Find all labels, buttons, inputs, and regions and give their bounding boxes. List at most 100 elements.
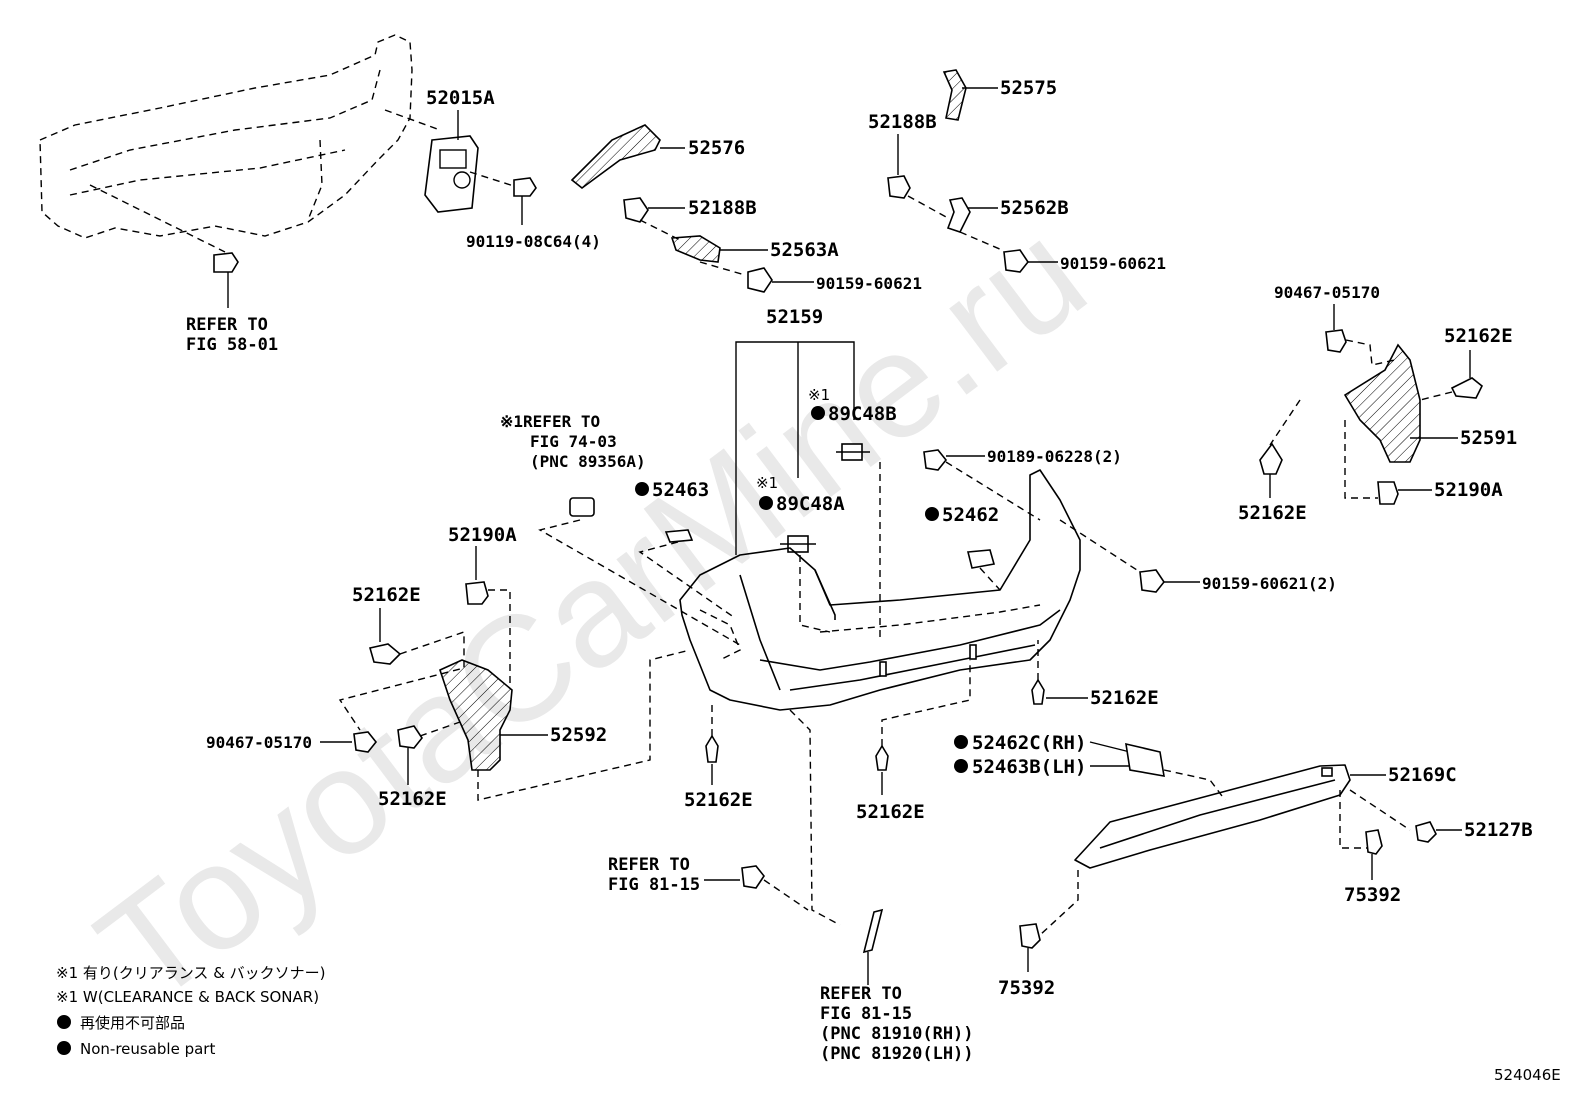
ref-81-15-line1: REFER TO: [820, 984, 902, 1004]
label-52162E-center: 52162E: [856, 801, 925, 823]
label-52162E-center-right: 52162E: [1090, 687, 1159, 709]
label-52188B-right: 52188B: [868, 111, 937, 133]
moulding-52169C: [1074, 764, 1351, 869]
label-52162E-left-bottom: 52162E: [378, 788, 447, 810]
ref-58-01-line1: REFER TO: [186, 315, 268, 335]
label-52159: 52159: [766, 306, 823, 328]
label-90159-pair: 90159-60621(2): [1202, 574, 1337, 593]
legend-mark1-jp: ※1 有り(クリアランス & バックソナー): [56, 964, 326, 982]
label-52188B-center: 52188B: [688, 197, 757, 219]
clip-75392-left: [1019, 923, 1041, 949]
label-52463: 52463: [652, 479, 709, 501]
bolt-refer-58-01: [213, 252, 239, 308]
legend-dot-icon: [57, 1041, 71, 1055]
label-75392-left: 75392: [998, 977, 1055, 999]
legend-dot-icon: [57, 1015, 71, 1029]
clip-52188B-right: [887, 175, 911, 199]
label-89C48A: 89C48A: [776, 493, 845, 515]
clip-52162E-left-top: [368, 643, 402, 665]
bracket-52592: [439, 659, 513, 771]
bolt-refer-81-15: [741, 865, 765, 889]
clip-52188B-center: [623, 197, 649, 223]
label-75392-right: 75392: [1344, 884, 1401, 906]
label-52563A: 52563A: [770, 239, 839, 261]
clip-52162E-right-bottom: [1259, 442, 1283, 475]
ref-81-15-line3: (PNC 81910(RH)): [820, 1024, 974, 1044]
clip-90467-left: [353, 731, 378, 753]
moulding-clip-hole: [1321, 767, 1333, 777]
nonreusable-dot: [811, 406, 825, 420]
mark1-89C48B: ※1: [808, 386, 830, 404]
clip-90467-right: [1325, 329, 1347, 353]
ref-81-15-line2: FIG 81-15: [820, 1004, 912, 1024]
sonar-bezel-ref: [569, 497, 595, 517]
label-52462C: 52462C(RH): [972, 732, 1086, 754]
clip-52162E-left-bottom: [397, 725, 423, 749]
clip-52190A-left: [465, 581, 489, 605]
clip-52190A-right: [1377, 481, 1399, 505]
ref-74-03-line1: ※1REFER TO: [500, 412, 600, 431]
label-52169C: 52169C: [1388, 764, 1457, 786]
sensor-89C48B: [836, 443, 870, 461]
mark1-89C48A: ※1: [756, 474, 778, 492]
bracket-52576: [570, 124, 661, 190]
figure-code: 524046E: [1494, 1066, 1561, 1084]
clip-75392-right: [1365, 829, 1383, 855]
label-90159-center: 90159-60621: [816, 274, 922, 293]
label-90467-left: 90467-05170: [206, 733, 312, 752]
label-52463B: 52463B(LH): [972, 756, 1086, 778]
pad-52463: [664, 529, 694, 543]
label-52576: 52576: [688, 137, 745, 159]
clip-90189: [923, 449, 948, 471]
ref-74-03-line3: (PNC 89356A): [530, 452, 646, 471]
label-90467-right: 90467-05170: [1274, 283, 1380, 302]
label-52562B: 52562B: [1000, 197, 1069, 219]
bolt-90159-pair: [1139, 569, 1165, 593]
legend-nonreusable-en: Non-reusable part: [80, 1040, 215, 1058]
reflector-refer-81-15: [862, 908, 884, 954]
label-52190A-left: 52190A: [448, 524, 517, 546]
nonreusable-dot: [925, 507, 939, 521]
ref-81-15-left-line2: FIG 81-15: [608, 875, 700, 895]
ref-81-15-line4: (PNC 81920(LH)): [820, 1044, 974, 1064]
bracket-52563A: [670, 235, 721, 263]
pad-52462C: [1125, 742, 1165, 777]
bolt-90159-center: [747, 267, 773, 293]
legend-mark1-en: ※1 W(CLEARANCE & BACK SONAR): [56, 988, 319, 1006]
bracket-52591: [1343, 343, 1421, 463]
nonreusable-dot: [954, 735, 968, 749]
legend-nonreusable-jp: 再使用不可部品: [80, 1014, 185, 1032]
label-52162E-left-top: 52162E: [352, 584, 421, 606]
nonreusable-dot: [759, 496, 773, 510]
label-90119: 90119-08C64(4): [466, 232, 601, 251]
bumper-tab: [879, 661, 887, 677]
rear-bumper-cover: [679, 469, 1081, 711]
pad-52462: [966, 549, 996, 569]
label-52015A: 52015A: [426, 87, 495, 109]
label-52592: 52592: [550, 724, 607, 746]
label-89C48B: 89C48B: [828, 403, 897, 425]
label-52127B: 52127B: [1464, 819, 1533, 841]
label-90159-right: 90159-60621: [1060, 254, 1166, 273]
label-52190A-right: 52190A: [1434, 479, 1503, 501]
label-52162E-right-top: 52162E: [1444, 325, 1513, 347]
label-52462: 52462: [942, 504, 999, 526]
bracket-52015A: [424, 135, 479, 213]
clip-52127B: [1415, 821, 1437, 843]
label-52575: 52575: [1000, 77, 1057, 99]
bumper-tab: [969, 644, 977, 660]
sensor-89C48A: [780, 535, 816, 553]
label-52162E-center-left: 52162E: [684, 789, 753, 811]
clip-52162E-center: [875, 744, 889, 771]
label-52162E-right-bottom: 52162E: [1238, 502, 1307, 524]
label-52591: 52591: [1460, 427, 1517, 449]
clip-52162E-right-top: [1450, 377, 1484, 399]
legend: ※1 有り(クリアランス & バックソナー) ※1 W(CLEARANCE & …: [56, 964, 326, 1058]
ref-74-03-line2: FIG 74-03: [530, 432, 617, 451]
nonreusable-dot: [635, 482, 649, 496]
ref-81-15-left-line1: REFER TO: [608, 855, 690, 875]
bolt-90159-right: [1003, 249, 1029, 273]
clip-52162E-center-right: [1031, 678, 1045, 705]
